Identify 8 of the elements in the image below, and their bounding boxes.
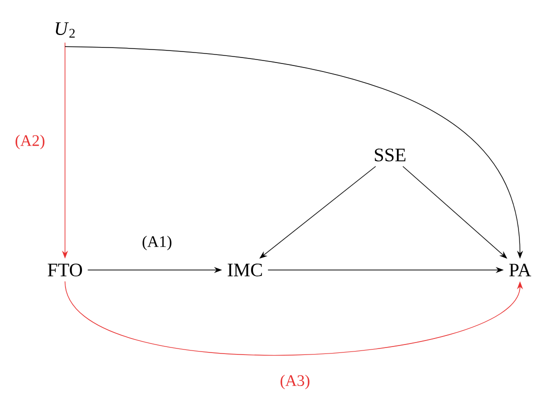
- node-label: U$_{2}$: [56, 22, 75, 38]
- edge-label: (A2): [14, 134, 46, 150]
- node-label: IMC: [228, 264, 262, 276]
- node-label: PA: [509, 264, 532, 276]
- edge-label: (A1): [140, 234, 174, 252]
- edge-label: (A3): [278, 374, 312, 390]
- node-label: FTO: [48, 264, 82, 276]
- node-label: SSE: [374, 148, 406, 162]
